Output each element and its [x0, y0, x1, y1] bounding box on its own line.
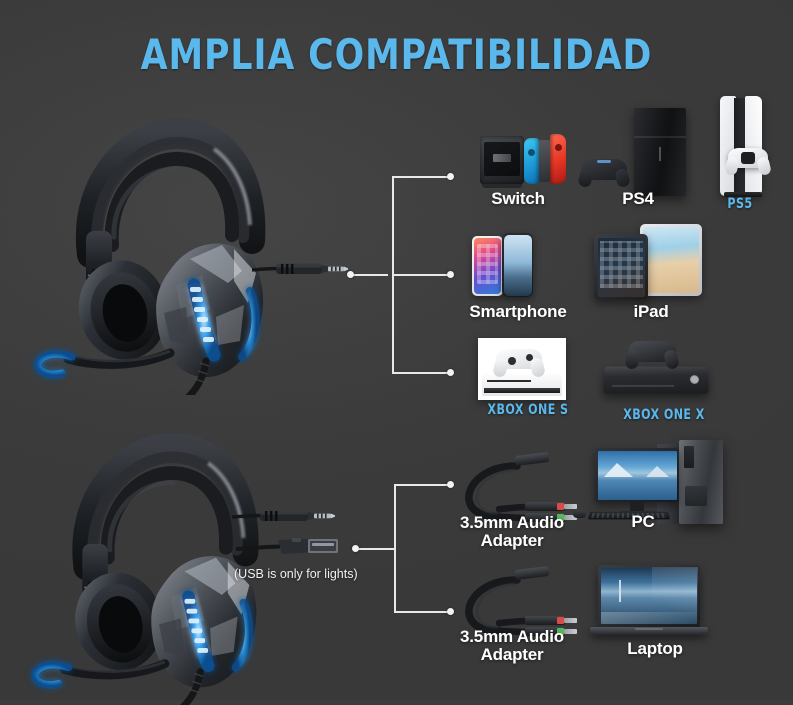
adapter-label-1: 3.5mm Audio Adapter: [432, 513, 592, 551]
device-label-ps5: PS5: [727, 196, 753, 212]
audio-jack-plug-top: [251, 258, 352, 285]
device-label-switch: Switch: [491, 189, 545, 208]
device-icon-ps4: [578, 108, 698, 198]
audio-adapter-icon-2: [455, 565, 577, 636]
adapter-label-2-line2: Adapter: [480, 645, 544, 665]
adapter-plug-audio: [525, 513, 577, 522]
adapter-label-1-line2: Adapter: [480, 531, 544, 551]
device-icon-laptop: [590, 565, 730, 645]
usb-note: (USB is only for lights): [234, 567, 358, 581]
device-icon-xbox-one-x: [596, 338, 726, 400]
page-title: AMPLIA COMPATIBILIDAD: [140, 30, 653, 79]
device-icon-switch: [458, 130, 578, 192]
device-icon-ipad: [588, 224, 718, 306]
audio-adapter-icon-1: [455, 451, 577, 522]
device-label-laptop: Laptop: [627, 639, 683, 658]
adapter-label-1-line1: 3.5mm Audio: [460, 513, 564, 532]
headset-image-top: [28, 105, 298, 395]
adapter-plug-mic: [525, 502, 577, 511]
device-label-ps4: PS4: [622, 189, 654, 208]
device-label-xbox-one-s: XBOX ONE S: [487, 402, 569, 418]
adapter-plug-audio: [525, 627, 577, 636]
device-label-smartphone: Smartphone: [469, 302, 567, 321]
device-icon-pc: [573, 440, 735, 528]
adapter-plug-mic: [525, 616, 577, 625]
device-label-ipad: iPad: [633, 302, 669, 321]
adapter-label-2: 3.5mm Audio Adapter: [432, 627, 592, 665]
audio-jack-plug-bottom: [231, 505, 342, 532]
adapter-label-2-line1: 3.5mm Audio: [460, 627, 564, 646]
device-icon-xbox-one-s: [460, 338, 590, 402]
device-icon-ps5: [690, 96, 790, 204]
usb-connector-plug: [235, 534, 348, 563]
device-label-pc: PC: [631, 512, 655, 531]
device-icon-smartphone: [462, 232, 572, 302]
headset-image-bottom: [18, 420, 298, 705]
device-label-xbox-one-x: XBOX ONE X: [623, 407, 705, 423]
